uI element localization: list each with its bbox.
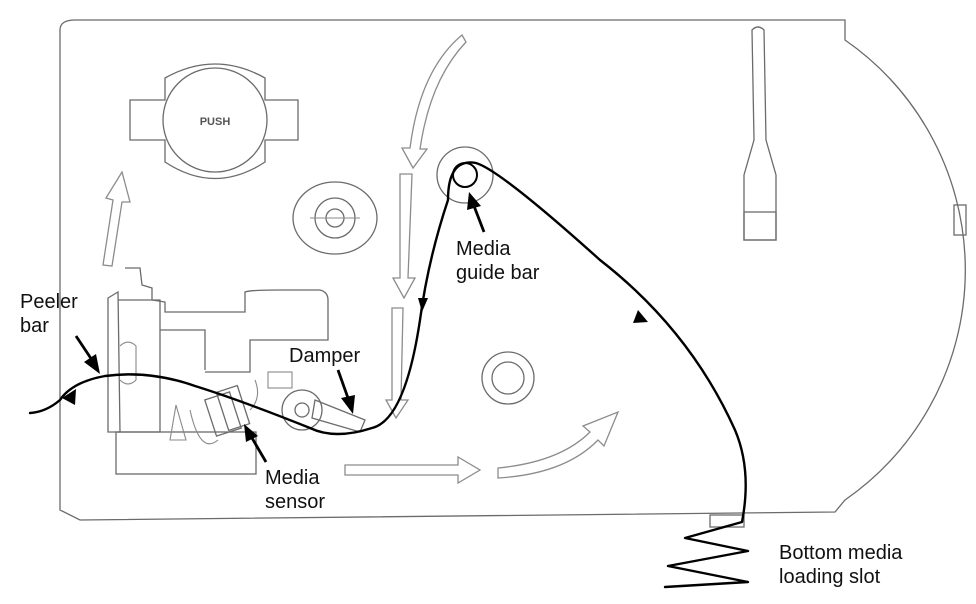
media-guide-bar-pointer-icon xyxy=(467,192,486,233)
direction-arrow-right xyxy=(344,455,482,485)
direction-arrow-down-mid xyxy=(391,173,417,300)
printer-housing xyxy=(59,19,966,521)
housing-side-tab xyxy=(953,204,967,236)
ribbon-spindle-cap xyxy=(743,211,777,241)
spindle-hub xyxy=(292,181,378,255)
media-path xyxy=(28,161,750,589)
push-knob: PUSH xyxy=(129,63,299,180)
media-guide-bar xyxy=(436,146,494,204)
damper-pointer-icon xyxy=(336,369,355,414)
print-head-assembly xyxy=(107,267,329,475)
direction-arrow-down-lower xyxy=(384,307,410,420)
media-direction-arrow-down xyxy=(418,298,428,312)
media-sensor-label: Media sensor xyxy=(265,467,326,513)
direction-arrow-curve-top xyxy=(400,34,467,170)
media-sensor-pointer-icon xyxy=(244,424,268,463)
ribbon-spindle xyxy=(743,26,777,241)
media-direction-arrow-left xyxy=(62,389,76,405)
direction-arrow-up-left xyxy=(102,170,131,267)
direction-arrow-curve-bottom xyxy=(497,410,620,479)
damper-label: Damper xyxy=(289,345,361,367)
bottom-loading-slot-label: Bottom media loading slot xyxy=(779,542,903,588)
media-sensor-block xyxy=(203,384,251,437)
lower-hub xyxy=(481,351,535,405)
media-direction-arrow-upper-right xyxy=(633,310,648,323)
peeler-bar-label: Peeler bar xyxy=(20,291,78,337)
push-button-label: PUSH xyxy=(200,116,231,128)
media-guide-bar-label: Media guide bar xyxy=(456,238,540,284)
peeler-bar-pointer-icon xyxy=(74,335,100,374)
